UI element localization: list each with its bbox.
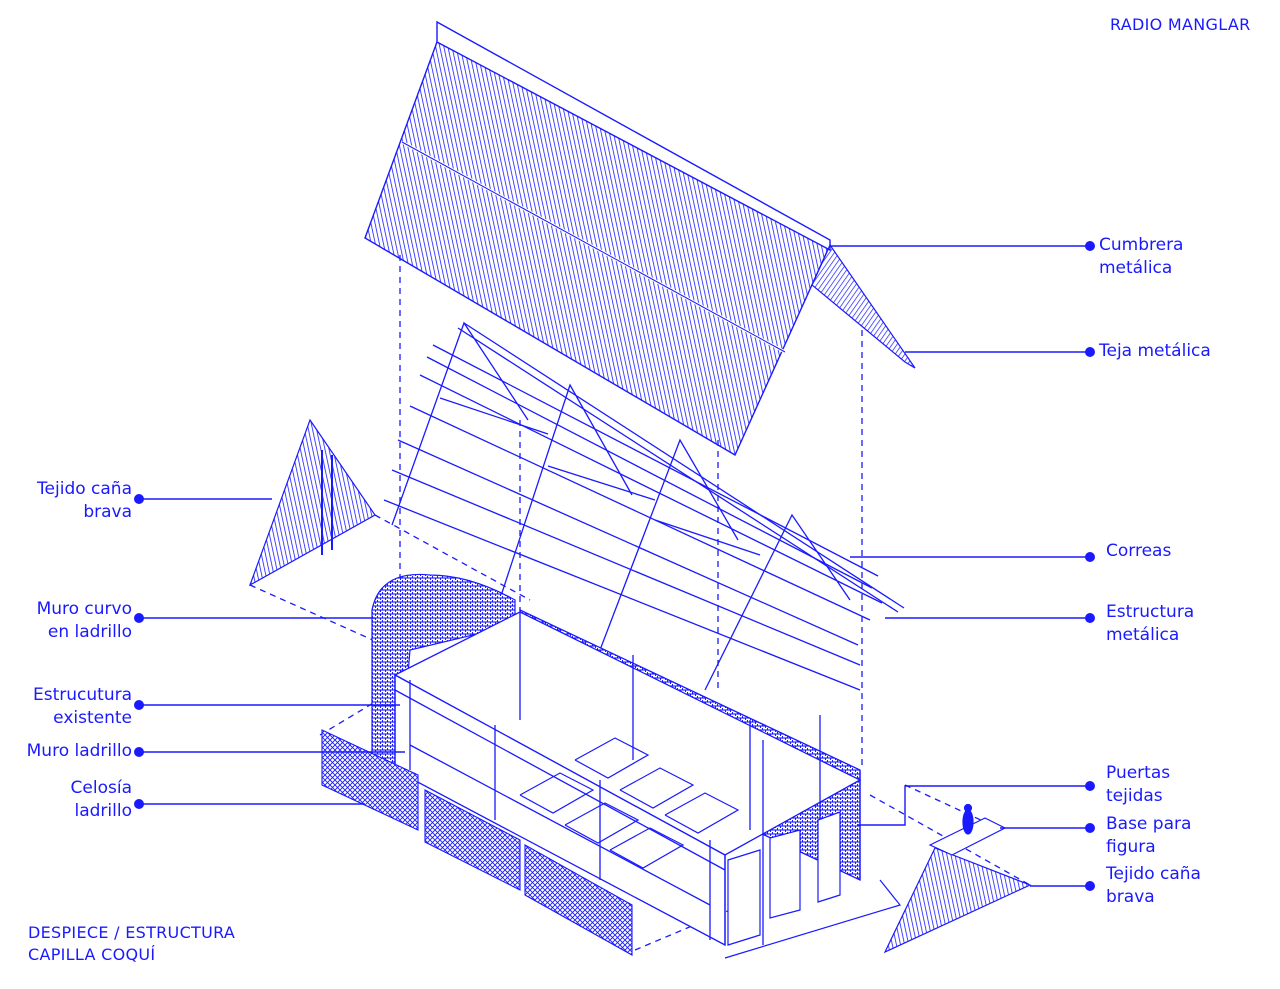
leader-lines-left bbox=[139, 498, 405, 805]
drawing-title-line2: CAPILLA COQUÍ bbox=[28, 945, 156, 964]
existing-structure bbox=[393, 608, 862, 947]
label-line2: brava bbox=[1106, 887, 1155, 907]
brick-lattice-panels bbox=[321, 729, 633, 956]
cane-weave-gable-right bbox=[883, 847, 1032, 954]
label-muro-curvo: Muro curvo en ladrillo bbox=[37, 598, 132, 644]
label-line2: ladrillo bbox=[74, 801, 133, 821]
label-line1: Tejido caña bbox=[37, 479, 132, 499]
pews bbox=[519, 737, 740, 869]
label-muro-ladrillo: Muro ladrillo bbox=[27, 740, 132, 763]
purlins bbox=[383, 322, 905, 691]
label-celosia-ladrillo: Celosía ladrillo bbox=[71, 777, 132, 823]
label-line2: metálica bbox=[1099, 258, 1173, 278]
curved-brick-wall bbox=[371, 573, 516, 771]
label-estructura-existente: Estrucutura existente bbox=[33, 684, 132, 730]
metal-trusses bbox=[391, 321, 851, 691]
label-line2: existente bbox=[53, 708, 132, 728]
label-line1: Muro curvo bbox=[36, 599, 132, 619]
cane-weave-gable-left bbox=[248, 418, 376, 587]
label-line1: Teja metálica bbox=[1099, 341, 1211, 361]
label-base-para-figura: Base para figura bbox=[1106, 813, 1191, 859]
label-tejido-cana-brava-left: Tejido caña brava bbox=[37, 478, 132, 524]
label-estructura-metalica: Estructura metálica bbox=[1106, 601, 1194, 647]
leader-dots-right bbox=[1085, 241, 1095, 891]
label-line1: Puertas bbox=[1106, 763, 1171, 783]
label-line2: figura bbox=[1106, 837, 1156, 857]
label-line2: tejidas bbox=[1106, 786, 1163, 806]
woven-doors bbox=[727, 811, 841, 946]
label-line2: en ladrillo bbox=[47, 622, 132, 642]
label-teja-metalica: Teja metálica bbox=[1099, 340, 1211, 363]
floor-slab bbox=[724, 879, 902, 959]
label-line1: Estructura bbox=[1106, 602, 1195, 622]
drawing-title: DESPIECE / ESTRUCTURA CAPILLA COQUÍ bbox=[28, 922, 235, 966]
ridge-cap-end bbox=[811, 243, 916, 369]
leader-dots-left bbox=[134, 494, 144, 809]
label-line1: Estrucutura bbox=[33, 685, 132, 705]
label-tejido-cana-brava-right: Tejido caña brava bbox=[1106, 863, 1201, 909]
label-line1: Correas bbox=[1106, 541, 1172, 561]
label-puertas-tejidas: Puertas tejidas bbox=[1106, 762, 1170, 808]
label-line2: brava bbox=[83, 502, 132, 522]
label-line1: Base para bbox=[1106, 814, 1192, 834]
label-correas: Correas bbox=[1106, 540, 1171, 563]
label-line1: Cumbrera bbox=[1099, 235, 1184, 255]
leader-lines-right bbox=[830, 245, 1090, 887]
label-line2: metálica bbox=[1106, 625, 1180, 645]
label-line1: Muro ladrillo bbox=[26, 741, 132, 761]
label-line1: Celosía bbox=[70, 778, 132, 798]
metal-roof-sheet bbox=[364, 20, 831, 456]
studio-name: RADIO MANGLAR bbox=[1110, 15, 1251, 34]
figure-base bbox=[928, 803, 1007, 856]
drawing-title-line1: DESPIECE / ESTRUCTURA bbox=[28, 923, 236, 942]
label-line1: Tejido caña bbox=[1106, 864, 1201, 884]
label-cumbrera-metalica: Cumbrera metálica bbox=[1099, 234, 1183, 280]
